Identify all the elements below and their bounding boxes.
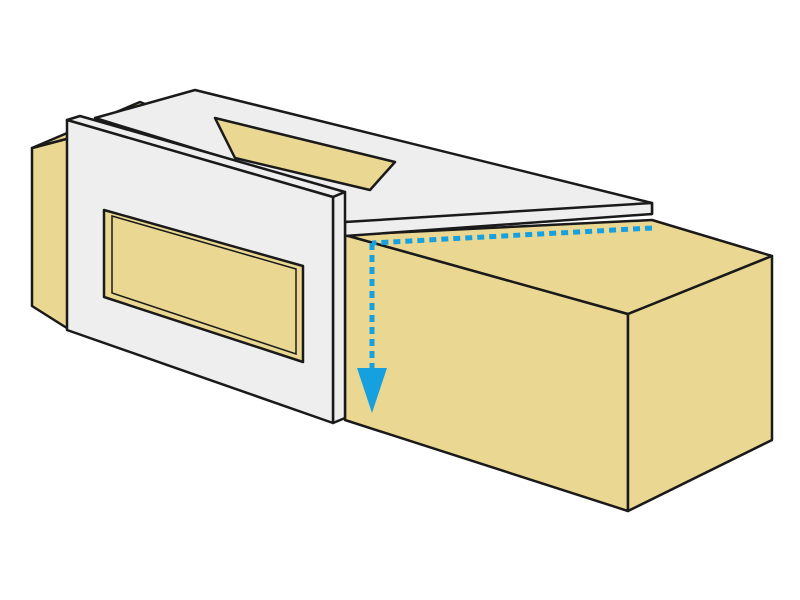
square-blade-slot: [213, 116, 397, 192]
square-stock-side: [331, 190, 347, 425]
marking-line-top: [371, 225, 653, 246]
wood-block-left-front: [30, 136, 72, 332]
arrow-down-icon: [357, 368, 387, 413]
marking-line: [357, 225, 653, 413]
wood-block: [30, 100, 774, 513]
square-stock-window: [102, 208, 305, 364]
square-tool: [65, 88, 654, 425]
square-stock-window-bevel: [111, 215, 297, 356]
wood-block-end-face: [626, 254, 774, 513]
